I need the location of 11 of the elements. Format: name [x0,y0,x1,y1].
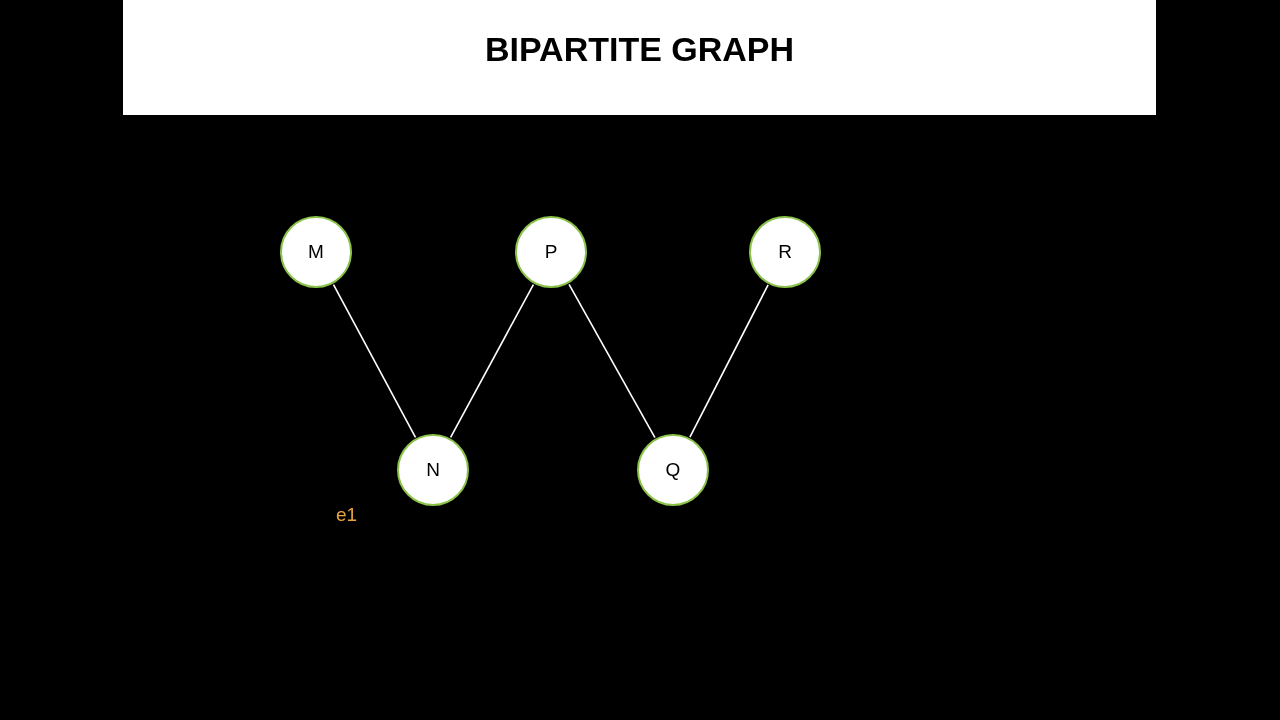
edge-name-label: e1 [336,504,358,526]
edge-line [332,283,417,439]
vertex-circle: M [280,216,352,288]
title: BIPARTITE GRAPH [483,30,796,69]
vertex-circle: P [515,216,587,288]
edge-line [689,284,769,438]
vertex-circle: R [749,216,821,288]
vertex-circle: N [397,434,469,506]
edge-line [449,283,535,439]
edge-line [568,283,656,439]
vertex-circle: Q [637,434,709,506]
